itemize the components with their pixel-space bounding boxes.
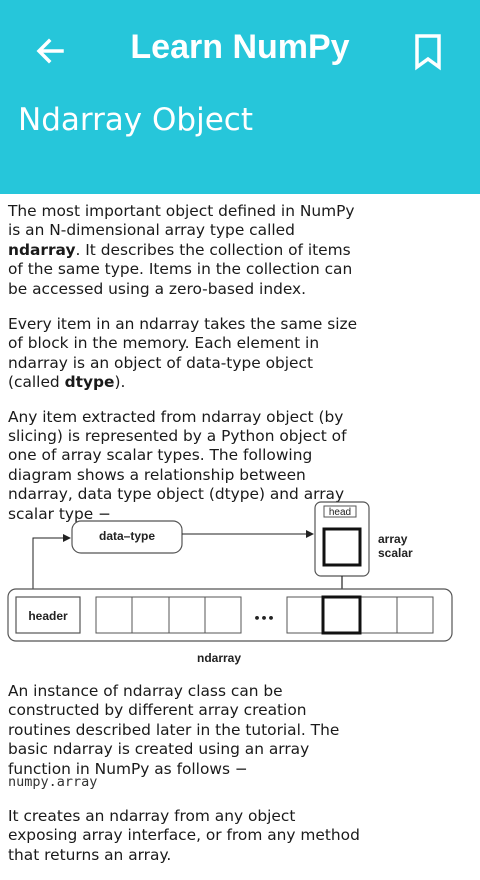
text: Every item in an ndarray takes the same … xyxy=(8,315,358,392)
article-body: The most important object defined in Num… xyxy=(8,202,360,524)
text: ). xyxy=(114,373,126,392)
highlighted-cell xyxy=(321,595,362,635)
term-dtype: dtype xyxy=(64,373,115,392)
header-label: header xyxy=(28,609,68,623)
head-label: head xyxy=(329,507,351,518)
bookmark-button[interactable] xyxy=(408,30,448,74)
data-type-label: data–type xyxy=(99,529,155,543)
ndarray-label: ndarray xyxy=(197,651,241,665)
array-label: array xyxy=(378,532,408,546)
term-ndarray: ndarray xyxy=(8,240,76,259)
article-body-lower: An instance of ndarray class can be cons… xyxy=(8,682,360,779)
back-button[interactable] xyxy=(28,30,72,74)
bookmark-icon xyxy=(415,34,441,71)
paragraph-scalar: Any item extracted from ndarray object (… xyxy=(8,407,347,523)
article-body-end: It creates an ndarray from any object ex… xyxy=(8,807,360,865)
data-type-box xyxy=(71,520,183,554)
app-title: Learn NumPy xyxy=(130,28,350,66)
scalar-label: scalar xyxy=(378,546,413,560)
code-snippet: numpy.array xyxy=(8,774,98,790)
arrow-left-icon xyxy=(36,38,64,64)
app-bar: Learn NumPy Ndarray Object xyxy=(0,0,480,194)
page-title: Ndarray Object xyxy=(18,102,253,138)
ndarray-cells xyxy=(95,596,434,634)
text: The most important object defined in Num… xyxy=(8,202,355,240)
ndarray-diagram: data–type head array scalar header ••• n… xyxy=(7,501,453,665)
ellipsis: ••• xyxy=(253,612,274,625)
text: . It describes the collection of items o… xyxy=(8,240,353,298)
paragraph-intro: The most important object defined in Num… xyxy=(8,202,360,299)
paragraph-memory: Every item in an ndarray takes the same … xyxy=(8,315,360,393)
paragraph-creation: An instance of ndarray class can be cons… xyxy=(8,682,340,778)
paragraph-array-function: It creates an ndarray from any object ex… xyxy=(8,807,360,864)
header-box xyxy=(15,596,81,634)
